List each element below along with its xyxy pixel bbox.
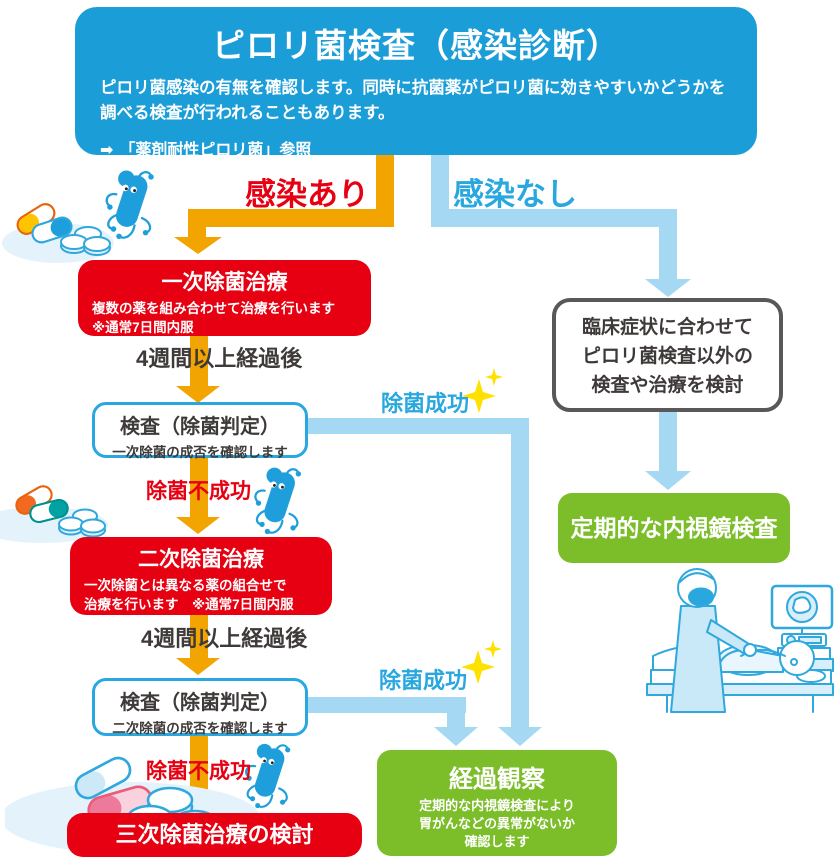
second-treatment-description: 一次除菌とは異なる薬の組合せで 治療を行います ※通常7日間内服 xyxy=(84,576,332,614)
wait-label-1: 4週間以上経過後 xyxy=(136,346,303,371)
arrow-second-treatment-to-test xyxy=(176,614,220,675)
clinical-line1: 臨床症状に合わせて xyxy=(581,317,753,338)
pills-illustration xyxy=(2,203,114,263)
arrow-test1-fail xyxy=(176,456,220,534)
arrow-test1-success xyxy=(308,418,542,746)
fail-label-2: 除菌不成功 xyxy=(146,760,251,783)
third-treatment-box: 三次除菌治療の検討 xyxy=(67,813,362,857)
observation-title: 経過観察 xyxy=(449,766,545,793)
test1-description: 一次除菌の成否を確認します xyxy=(112,445,288,460)
first-treatment-desc-line1: 複数の薬を組み合わせて治療を行います xyxy=(92,301,335,316)
success-label-1: 除菌成功 xyxy=(381,391,470,416)
reference-link: ➡ 「薬剤耐性ピロリ菌」参照 xyxy=(100,136,757,160)
sparkle-icon xyxy=(462,368,503,413)
second-treatment-box: 二次除菌治療 一次除菌とは異なる薬の組合せで 治療を行います ※通常7日間内服 xyxy=(70,537,332,615)
test1-box: 検査（除菌判定） 一次除菌の成否を確認します xyxy=(92,402,308,460)
first-treatment-desc-line2: ※通常7日間内服 xyxy=(92,320,194,335)
sparkle-icon xyxy=(461,640,502,684)
clinical-line3: 検査や治療を検討 xyxy=(591,375,744,396)
arrow-first-treatment-to-test xyxy=(176,334,220,403)
header-description: ピロリ菌感染の有無を確認します。同時に抗菌薬がピロリ菌に効きやすいかどうかを 調… xyxy=(100,76,757,126)
third-treatment-title: 三次除菌治療の検討 xyxy=(115,822,314,847)
second-treatment-title: 二次除菌治療 xyxy=(138,548,264,571)
header-description-line1: ピロリ菌感染の有無を確認します。同時に抗菌薬がピロリ菌に効きやすいかどうかを xyxy=(100,79,726,97)
clinical-line2: ピロリ菌検査以外の xyxy=(581,346,753,367)
second-treatment-desc-line1: 一次除菌とは異なる薬の組合せで xyxy=(84,578,287,593)
observation-desc-line3: 確認します xyxy=(464,834,530,849)
arrow-infected-branch xyxy=(174,154,394,254)
branch-label-not-infected: 感染なし xyxy=(453,177,577,212)
first-treatment-description: 複数の薬を組み合わせて治療を行います ※通常7日間内服 xyxy=(92,299,371,337)
bacteria-icon xyxy=(105,170,154,240)
arrow-not-infected-branch xyxy=(431,154,691,297)
second-treatment-desc-line2: 治療を行います ※通常7日間内服 xyxy=(84,597,294,612)
observation-box: 経過観察 定期的な内視鏡検査により 胃がんなどの異常がないか 確認します xyxy=(377,750,617,856)
reference-label: 「薬剤耐性ピロリ菌」参照 xyxy=(119,142,312,159)
periodic-endoscopy-title: 定期的な内視鏡検査 xyxy=(570,515,778,541)
observation-description: 定期的な内視鏡検査により 胃がんなどの異常がないか 確認します xyxy=(377,797,617,851)
test2-box: 検査（除菌判定） 二次除菌の成否を確認します xyxy=(92,678,308,736)
pills-illustration xyxy=(0,485,108,543)
test2-title: 検査（除菌判定） xyxy=(120,692,280,714)
page-title: ピロリ菌検査（感染診断） xyxy=(212,27,620,64)
fail-label-1: 除菌不成功 xyxy=(146,480,251,503)
test1-title: 検査（除菌判定） xyxy=(120,416,280,438)
observation-desc-line2: 胃がんなどの異常がないか xyxy=(418,816,575,831)
bacteria-icon xyxy=(254,467,302,535)
observation-desc-line1: 定期的な内視鏡検査により xyxy=(419,798,575,813)
header-panel: ピロリ菌検査（感染診断） ピロリ菌感染の有無を確認します。同時に抗菌薬がピロリ菌… xyxy=(75,7,757,159)
periodic-endoscopy-box: 定期的な内視鏡検査 xyxy=(558,493,790,563)
first-treatment-title: 一次除菌治療 xyxy=(161,271,288,294)
success-label-2: 除菌成功 xyxy=(379,668,468,693)
clinical-consideration-box: 臨床症状に合わせて ピロリ菌検査以外の 検査や治療を検討 xyxy=(552,298,783,412)
header-description-line2: 調べる検査が行われることもあります。 xyxy=(100,104,395,122)
bacteria-icon xyxy=(245,743,291,809)
reference-arrow-icon: ➡ xyxy=(100,142,114,159)
branch-label-infected: 感染あり xyxy=(245,177,369,212)
first-treatment-box: 一次除菌治療 複数の薬を組み合わせて治療を行います ※通常7日間内服 xyxy=(78,260,371,336)
test2-description: 二次除菌の成否を確認します xyxy=(112,721,288,736)
arrow-test2-success xyxy=(308,697,478,746)
wait-label-2: 4週間以上経過後 xyxy=(141,626,308,651)
arrow-clinical-to-endoscopy xyxy=(645,412,691,490)
endoscopy-examination-illustration xyxy=(646,568,834,713)
